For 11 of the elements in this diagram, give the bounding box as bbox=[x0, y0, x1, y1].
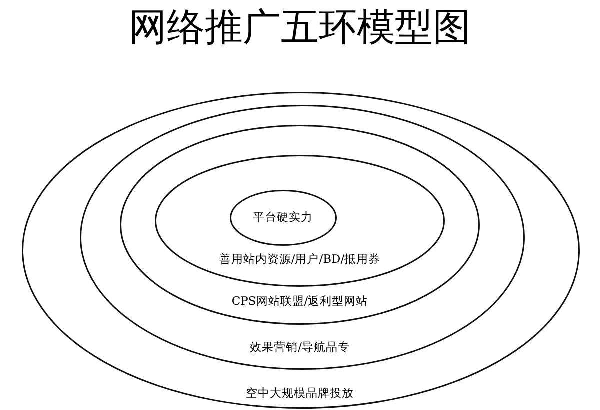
ellipse-ring bbox=[120, 125, 480, 325]
ellipse-ring bbox=[155, 155, 445, 287]
title: 网络推广五环模型图 bbox=[128, 4, 472, 50]
ellipse-ring bbox=[22, 92, 580, 409]
ring-label: 空中大规模品牌投放 bbox=[246, 386, 354, 401]
ring-label: 善用站内资源/用户/BD/抵用券 bbox=[219, 252, 381, 267]
ring-label: 平台硬实力 bbox=[253, 210, 313, 225]
ellipse-ring bbox=[80, 105, 525, 370]
ring-label: CPS网站联盟/返利型网站 bbox=[232, 294, 368, 309]
ring-label: 效果营销/导航品专 bbox=[250, 340, 350, 355]
ellipse-ring bbox=[230, 190, 337, 246]
